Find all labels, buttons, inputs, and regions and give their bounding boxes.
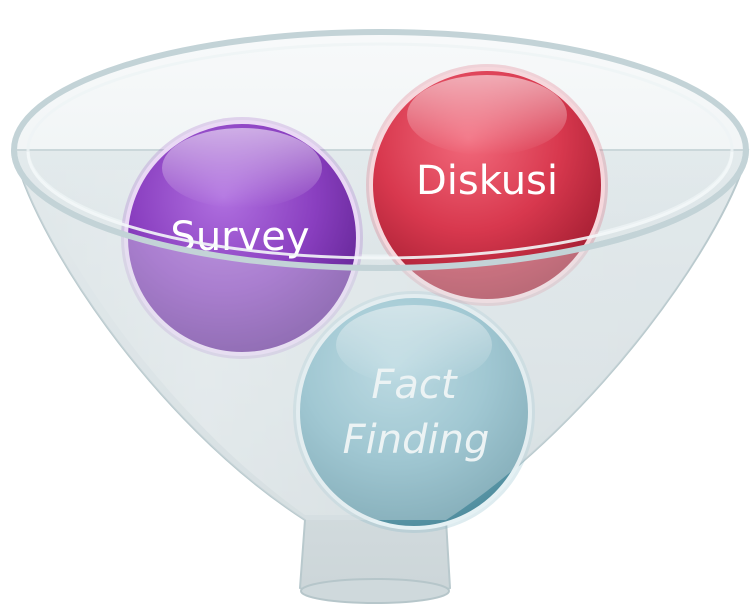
fact-finding-label-line-2: Finding bbox=[343, 417, 490, 463]
funnel-rim-front bbox=[11, 149, 749, 520]
diskusi-label: Diskusi bbox=[416, 158, 558, 204]
ball-fact-finding: Fact Finding bbox=[293, 291, 535, 533]
ball-survey: Survey bbox=[121, 117, 363, 359]
fact-finding-label-line-1: Fact bbox=[371, 362, 458, 408]
funnel-spout-lip bbox=[300, 578, 450, 604]
